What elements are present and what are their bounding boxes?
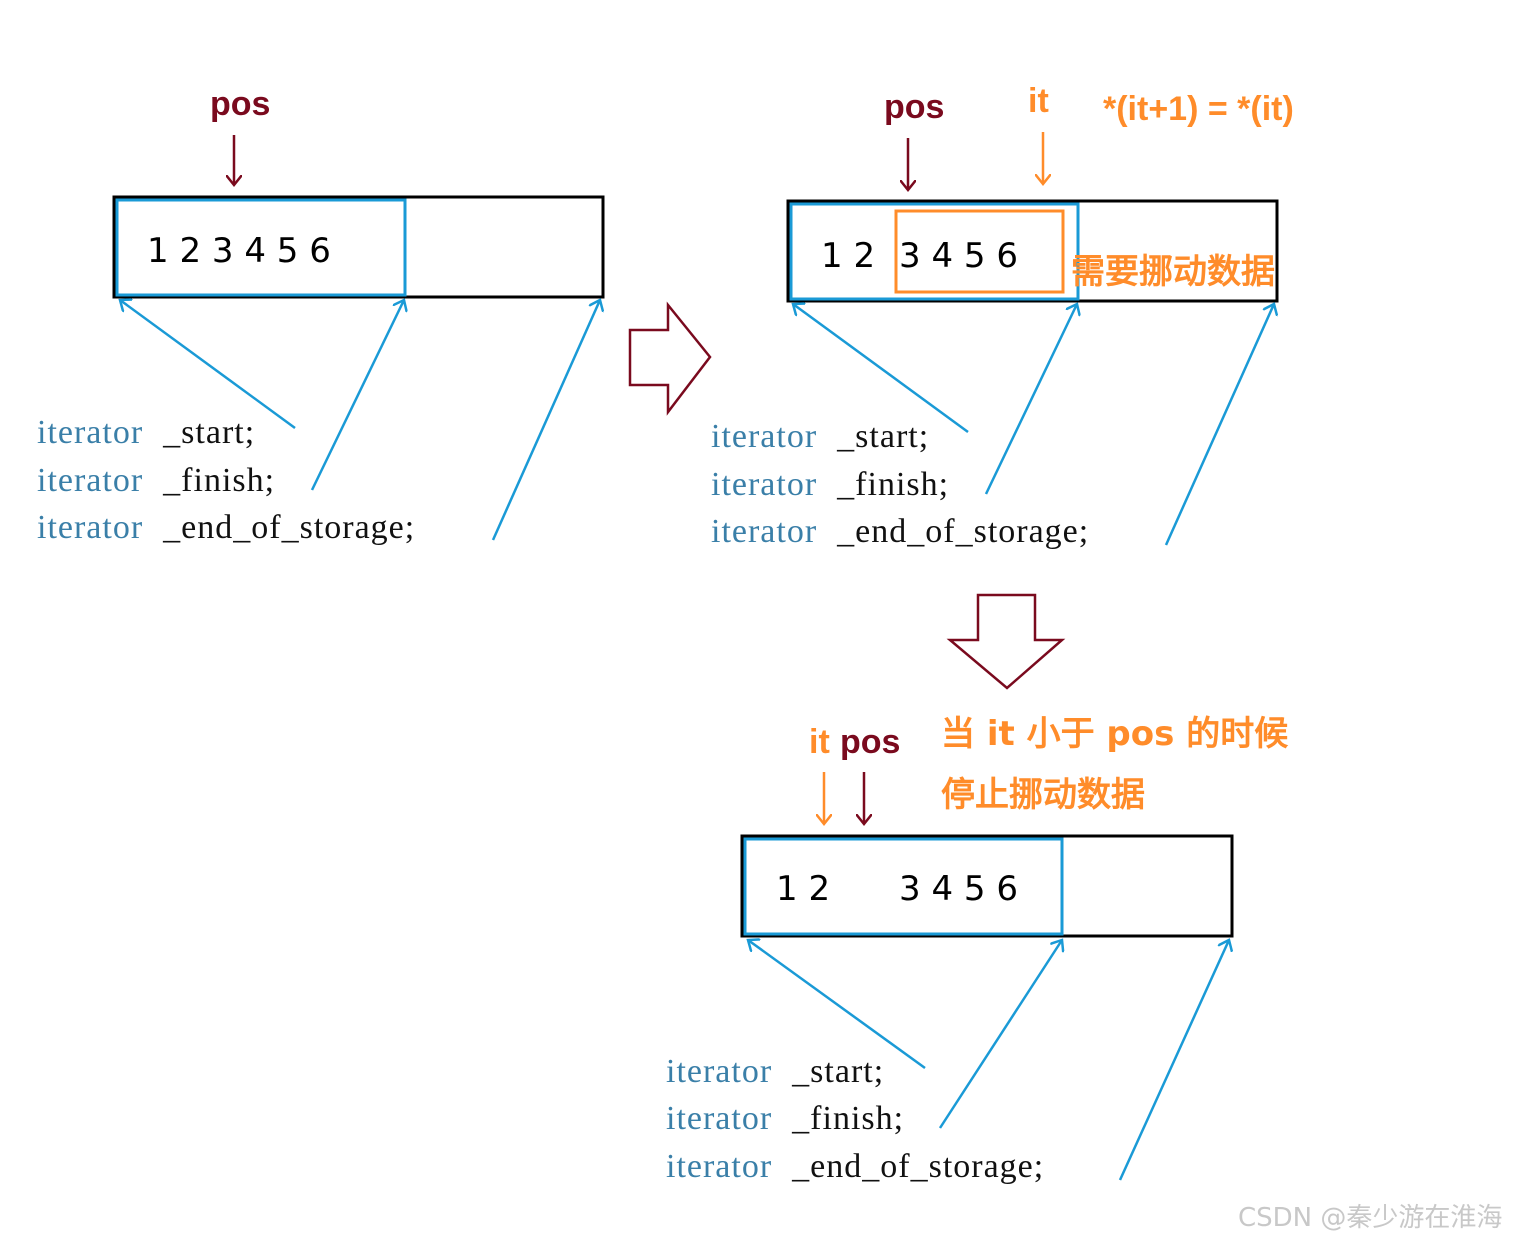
member-declarations: iterator _start; iterator _finish; iterato… xyxy=(37,414,415,546)
storage-box xyxy=(112,195,605,299)
svg-text:iterator_start;: iterator _start; xyxy=(711,418,929,455)
start-pointer-arrow xyxy=(793,304,969,434)
svg-text:iterator_finish;: iterator _finish; xyxy=(666,1100,904,1137)
member-finish: _finish; xyxy=(162,462,275,499)
keyword: iterator xyxy=(666,1053,772,1090)
member-end-of-storage: _end_of_storage; xyxy=(791,1148,1044,1185)
svg-text:iterator_finish;: iterator _finish; xyxy=(711,466,949,503)
element-values-fixed: 1 2 xyxy=(776,869,830,909)
svg-text:iterator_start;: iterator _start; xyxy=(37,414,255,451)
svg-text:iterator_finish;: iterator _finish; xyxy=(37,462,275,499)
move-data-note: 需要挪动数据 xyxy=(1071,252,1275,292)
member-declarations: iterator _start; iterator _finish; iterato… xyxy=(711,418,1089,550)
svg-text:iterator_end_of_storage;: iterator _end_of_storage; xyxy=(666,1148,1044,1185)
used-range-box xyxy=(743,837,1064,936)
keyword: iterator xyxy=(37,509,143,546)
pos-label: pos xyxy=(210,85,270,123)
moving-range-box xyxy=(894,209,1065,294)
keyword: iterator xyxy=(711,513,817,550)
finish-pointer-arrow xyxy=(310,300,404,491)
start-pointer-arrow xyxy=(748,940,926,1070)
end-of-storage-pointer-arrow xyxy=(1118,940,1229,1181)
element-values-fixed: 1 2 xyxy=(821,236,875,276)
finish-pointer-arrow xyxy=(984,304,1077,495)
finish-pointer-arrow xyxy=(938,940,1062,1129)
storage-box xyxy=(786,199,1279,303)
member-finish: _finish; xyxy=(791,1100,904,1137)
end-of-storage-pointer-arrow xyxy=(1164,304,1274,546)
keyword: iterator xyxy=(666,1148,772,1185)
right-transition-arrow xyxy=(628,301,712,416)
stop-condition-line-1: 当 it 小于 pos 的时候 xyxy=(941,714,1289,754)
storage-box xyxy=(740,834,1234,938)
keyword: iterator xyxy=(37,462,143,499)
shift-formula: *(it+1) = *(it) xyxy=(1103,90,1294,128)
element-values: 1 2 3 4 5 6 xyxy=(147,231,331,271)
start-pointer-arrow xyxy=(120,300,296,430)
it-label: it xyxy=(1028,82,1049,120)
down-transition-arrow xyxy=(946,593,1066,690)
used-range-box xyxy=(115,198,407,297)
keyword: iterator xyxy=(711,466,817,503)
member-start: _start; xyxy=(162,414,255,451)
member-end-of-storage: _end_of_storage; xyxy=(836,513,1089,550)
svg-text:iterator_end_of_storage;: iterator _end_of_storage; xyxy=(37,509,415,546)
pos-label: pos xyxy=(840,723,900,761)
end-of-storage-pointer-arrow xyxy=(491,300,600,541)
pos-label: pos xyxy=(884,88,944,126)
panel-3: it pos 当 it 小于 pos 的时候 停止挪动数据 1 2 3 4 5 … xyxy=(666,714,1289,1185)
stop-condition-line-2: 停止挪动数据 xyxy=(941,775,1145,815)
member-finish: _finish; xyxy=(836,466,949,503)
svg-text:iterator_start;: iterator _start; xyxy=(666,1053,884,1090)
keyword: iterator xyxy=(711,418,817,455)
keyword: iterator xyxy=(37,414,143,451)
panel-1: pos 1 2 3 4 5 6 iterator _start; iterator… xyxy=(37,85,605,546)
member-end-of-storage: _end_of_storage; xyxy=(162,509,415,546)
element-values-moving: 3 4 5 6 xyxy=(899,236,1018,276)
svg-text:iterator_end_of_storage;: iterator _end_of_storage; xyxy=(711,513,1089,550)
used-range-box xyxy=(789,202,1080,301)
it-label: it xyxy=(809,723,830,761)
member-start: _start; xyxy=(791,1053,884,1090)
keyword: iterator xyxy=(666,1100,772,1137)
watermark: CSDN @秦少游在淮海 xyxy=(1238,1203,1502,1233)
element-values-moved: 3 4 5 6 xyxy=(899,869,1018,909)
member-declarations: iterator _start; iterator _finish; iterato… xyxy=(666,1053,1044,1185)
panel-2: pos it *(it+1) = *(it) 1 2 3 4 5 6 需要挪动数… xyxy=(711,82,1294,550)
member-start: _start; xyxy=(836,418,929,455)
